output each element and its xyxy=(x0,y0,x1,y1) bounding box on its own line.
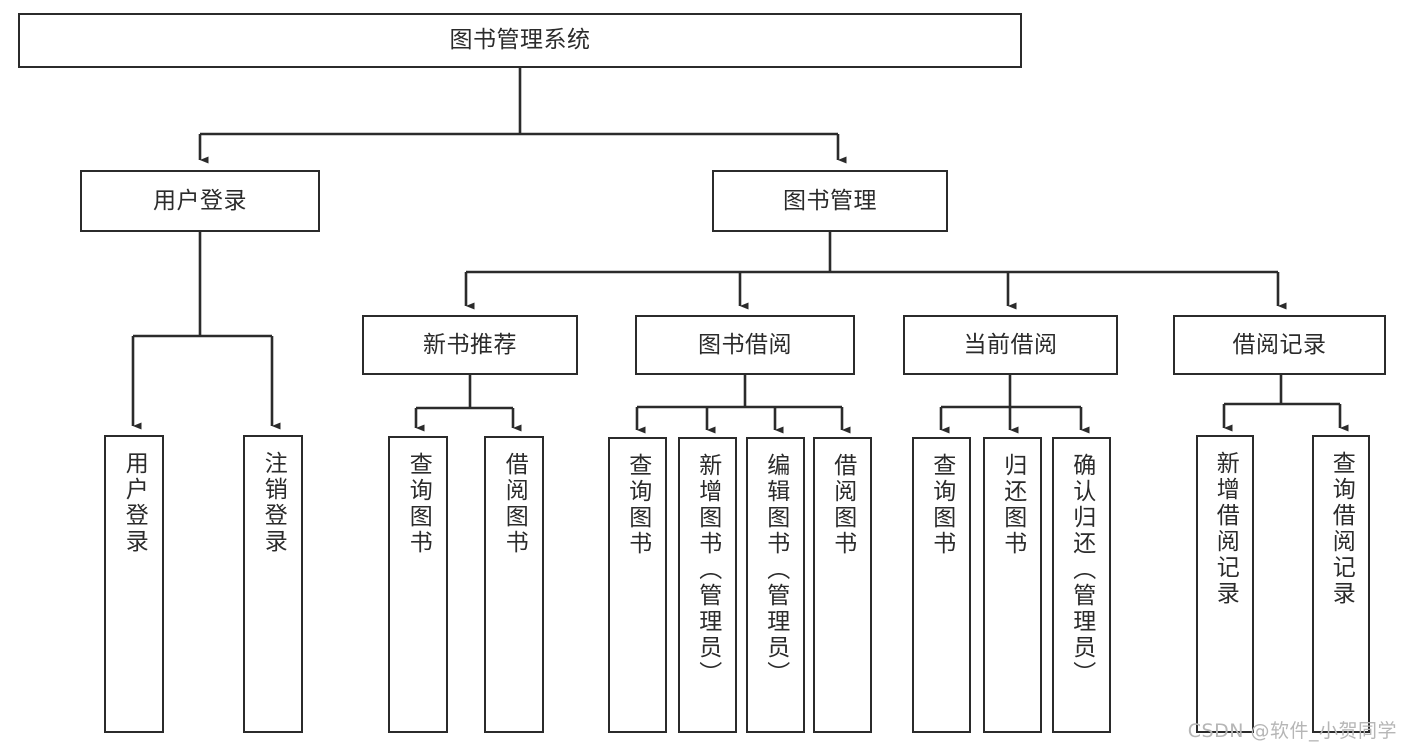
leaf-borrow-query-book[interactable]: 查询图书 xyxy=(608,437,667,733)
leaf-current-query-book[interactable]: 查询图书 xyxy=(912,437,971,733)
leaf-recommend-query-book-label: 查询图书 xyxy=(405,452,432,556)
node-current-borrow-label: 当前借阅 xyxy=(963,331,1058,358)
leaf-record-query-record[interactable]: 查询借阅记录 xyxy=(1312,435,1370,733)
node-borrow-record[interactable]: 借阅记录 xyxy=(1173,315,1386,375)
leaf-borrow-edit-book[interactable]: 编辑图书（管理员） xyxy=(746,437,805,733)
leaf-user-login-logout[interactable]: 注销登录 xyxy=(243,435,303,733)
leaf-current-confirm-return[interactable]: 确认归还（管理员） xyxy=(1052,437,1111,733)
node-new-book-recommend[interactable]: 新书推荐 xyxy=(362,315,578,375)
leaf-record-add-record[interactable]: 新增借阅记录 xyxy=(1196,435,1254,733)
leaf-current-query-book-label: 查询图书 xyxy=(928,453,955,557)
leaf-record-add-record-label: 新增借阅记录 xyxy=(1212,451,1239,607)
node-root-label: 图书管理系统 xyxy=(449,27,591,54)
leaf-current-return-book[interactable]: 归还图书 xyxy=(983,437,1042,733)
leaf-recommend-borrow-book[interactable]: 借阅图书 xyxy=(484,436,544,733)
leaf-borrow-add-book-label: 新增图书（管理员） xyxy=(694,453,721,687)
leaf-recommend-borrow-book-label: 借阅图书 xyxy=(501,452,528,556)
leaf-user-login-login[interactable]: 用户登录 xyxy=(104,435,164,733)
leaf-borrow-borrow-book-label: 借阅图书 xyxy=(829,453,856,557)
leaf-user-login-login-label: 用户登录 xyxy=(121,451,148,555)
node-user-login[interactable]: 用户登录 xyxy=(80,170,320,232)
node-current-borrow[interactable]: 当前借阅 xyxy=(903,315,1118,375)
node-new-book-recommend-label: 新书推荐 xyxy=(423,331,517,358)
leaf-borrow-borrow-book[interactable]: 借阅图书 xyxy=(813,437,872,733)
leaf-borrow-edit-book-label: 编辑图书（管理员） xyxy=(762,453,789,687)
node-user-login-label: 用户登录 xyxy=(153,187,247,214)
node-book-borrow[interactable]: 图书借阅 xyxy=(635,315,855,375)
leaf-current-confirm-return-label: 确认归还（管理员） xyxy=(1068,453,1095,687)
leaf-user-login-logout-label: 注销登录 xyxy=(260,451,287,555)
leaf-current-return-book-label: 归还图书 xyxy=(999,453,1026,557)
leaf-record-query-record-label: 查询借阅记录 xyxy=(1328,451,1355,607)
node-book-borrow-label: 图书借阅 xyxy=(698,331,792,358)
leaf-borrow-query-book-label: 查询图书 xyxy=(624,453,651,557)
leaf-borrow-add-book[interactable]: 新增图书（管理员） xyxy=(678,437,737,733)
node-root[interactable]: 图书管理系统 xyxy=(18,13,1022,68)
leaf-recommend-query-book[interactable]: 查询图书 xyxy=(388,436,448,733)
node-book-management[interactable]: 图书管理 xyxy=(712,170,948,232)
node-book-management-label: 图书管理 xyxy=(783,187,877,214)
node-borrow-record-label: 借阅记录 xyxy=(1232,331,1327,358)
